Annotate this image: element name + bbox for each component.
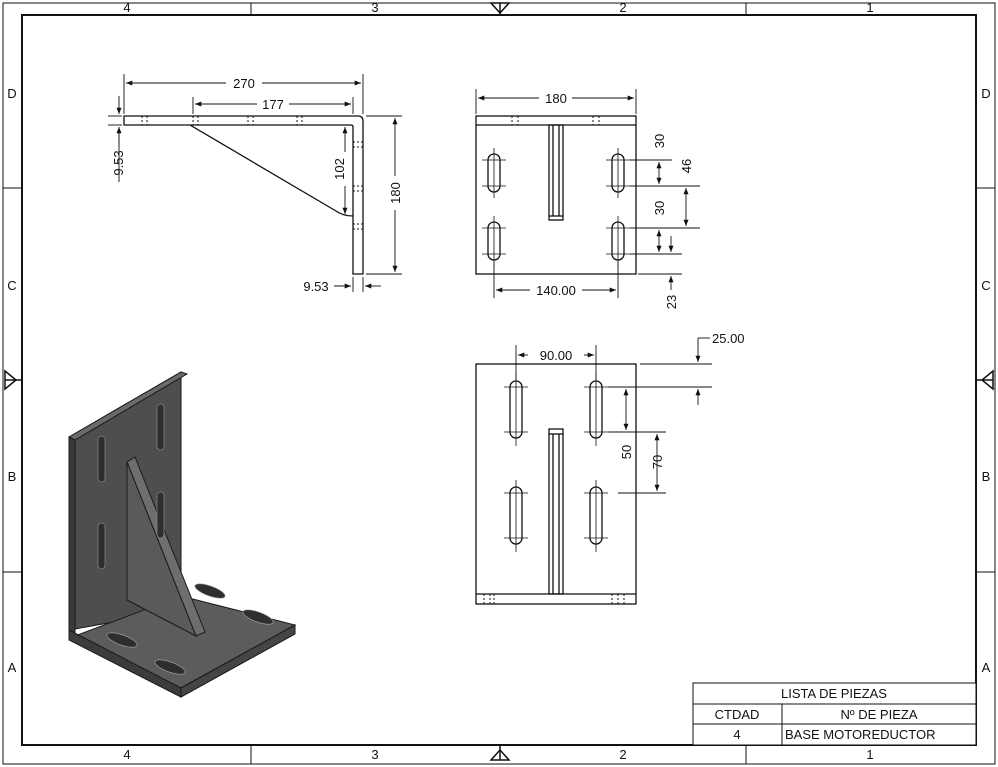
parts-list-texts: LISTA DE PIEZAS CTDAD Nº DE PIEZA 4 BASE…	[715, 686, 936, 742]
zone-top-2: 2	[619, 0, 626, 15]
iso-slot-6	[154, 659, 186, 675]
dim-25: 25.00	[712, 331, 745, 346]
zone-bottom-4: 4	[123, 747, 130, 762]
dim-30-top: 30	[652, 134, 667, 148]
zone-left-a: A	[8, 660, 17, 675]
dim-270: 270	[233, 76, 255, 91]
top-view	[475, 363, 637, 605]
parts-list-title: LISTA DE PIEZAS	[781, 686, 887, 701]
zone-right-b: B	[982, 469, 991, 484]
dim-90: 90.00	[540, 348, 573, 363]
zone-bottom-3: 3	[371, 747, 378, 762]
parts-list-header-qty: CTDAD	[715, 707, 760, 722]
parts-list-header-part: Nº DE PIEZA	[841, 707, 918, 722]
zone-right-a: A	[982, 660, 991, 675]
zone-top-4: 4	[123, 0, 130, 15]
dim-180-side: 180	[388, 182, 403, 204]
front-view-outline	[475, 115, 637, 275]
front-view-dimensions	[475, 89, 700, 298]
iso-slot-8	[242, 609, 274, 625]
isometric-view	[67, 371, 297, 698]
dim-70: 70	[650, 455, 665, 469]
top-view-gusset	[548, 428, 564, 595]
dim-50: 50	[619, 445, 634, 459]
centering-mark-left	[4, 369, 22, 391]
iso-slot-1	[97, 435, 106, 483]
parts-list-row-qty: 4	[733, 727, 740, 742]
zone-left-d: D	[7, 86, 16, 101]
dim-30-bottom: 30	[652, 201, 667, 215]
zone-left-b: B	[8, 469, 17, 484]
side-view-dimensions	[108, 74, 402, 292]
dim-23: 23	[664, 295, 679, 309]
centering-mark-right	[976, 369, 994, 391]
side-view-dim-texts: 270 177 9.53 102 180 9.53	[111, 76, 403, 294]
zone-right-c: C	[981, 278, 990, 293]
zone-top-1: 1	[866, 0, 873, 15]
dim-9-53-flange: 9.53	[111, 150, 126, 175]
front-view-gusset	[548, 124, 564, 221]
dim-46: 46	[679, 159, 694, 173]
zone-bottom-2: 2	[619, 747, 626, 762]
parts-list-table	[692, 682, 977, 746]
zone-left-c: C	[7, 278, 16, 293]
top-view-outline	[475, 363, 637, 605]
front-view-dim-texts: 180 140.00 30 30 46 23	[536, 91, 694, 309]
side-view-outline	[123, 115, 364, 275]
side-view	[123, 115, 364, 275]
iso-slot-3	[97, 522, 106, 570]
zone-right-d: D	[981, 86, 990, 101]
iso-slot-2	[156, 403, 165, 451]
dim-102: 102	[332, 158, 347, 180]
zone-bottom-1: 1	[866, 747, 873, 762]
zone-top-3: 3	[371, 0, 378, 15]
iso-slot-5	[106, 632, 138, 648]
iso-slot-7	[194, 583, 226, 599]
front-view	[475, 115, 637, 275]
iso-slot-4	[156, 491, 165, 539]
top-view-dim-texts: 90.00 25.00 50 70	[540, 331, 745, 469]
top-view-dimensions	[515, 337, 712, 494]
zone-labels: 4 3 2 1 4 3 2 1 D C B A D C B A	[7, 0, 990, 762]
dim-177: 177	[262, 97, 284, 112]
dim-180-front: 180	[545, 91, 567, 106]
centering-mark-bottom	[489, 745, 511, 761]
dim-140: 140.00	[536, 283, 576, 298]
dim-9-53-plate: 9.53	[303, 279, 328, 294]
side-view-gusset-edge	[189, 124, 337, 212]
centering-mark-top	[489, 2, 511, 15]
parts-list-row-part: BASE MOTOREDUCTOR	[785, 727, 935, 742]
